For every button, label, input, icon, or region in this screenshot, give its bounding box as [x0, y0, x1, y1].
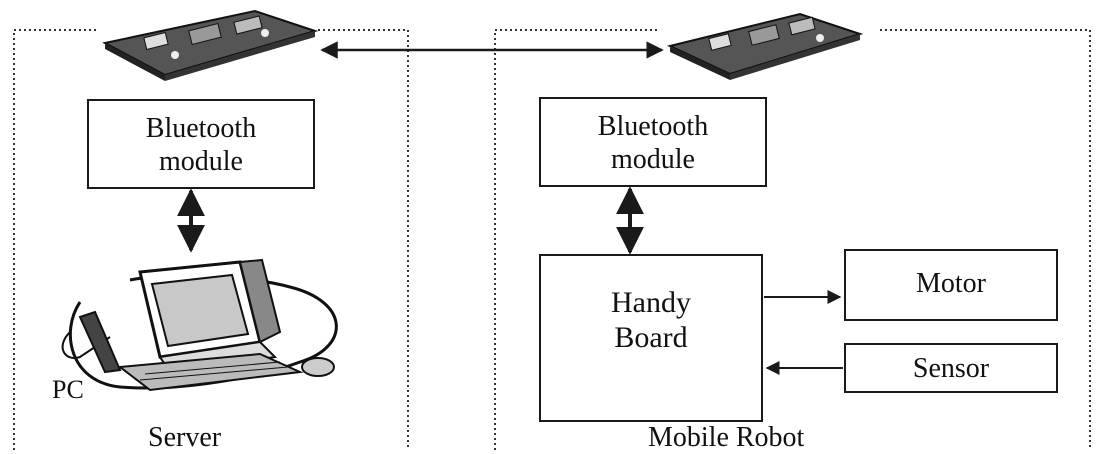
- mobile-robot-label: Mobile Robot: [648, 422, 805, 453]
- server-bluetooth-line2: module: [159, 146, 243, 177]
- server-bluetooth-board-icon: [105, 11, 315, 81]
- robot-bluetooth-line1: Bluetooth: [598, 111, 708, 142]
- motor-box: Motor: [845, 250, 1057, 320]
- handy-board-box: Handy Board: [540, 255, 762, 421]
- robot-bluetooth-line2: module: [611, 144, 695, 175]
- robot-bluetooth-module-box: Bluetooth module: [540, 98, 766, 186]
- desktop-computer-icon: [63, 260, 337, 390]
- pc-label: PC: [52, 375, 84, 404]
- sensor-label: Sensor: [913, 353, 990, 384]
- handy-board-line2: Board: [614, 321, 687, 354]
- robot-bluetooth-board-icon: [670, 14, 860, 80]
- server-label: Server: [148, 422, 222, 453]
- server-bluetooth-module-box: Bluetooth module: [88, 100, 314, 188]
- server-bluetooth-line1: Bluetooth: [146, 113, 256, 144]
- handy-board-line1: Handy: [611, 286, 691, 319]
- sensor-box: Sensor: [845, 344, 1057, 392]
- motor-label: Motor: [916, 268, 987, 299]
